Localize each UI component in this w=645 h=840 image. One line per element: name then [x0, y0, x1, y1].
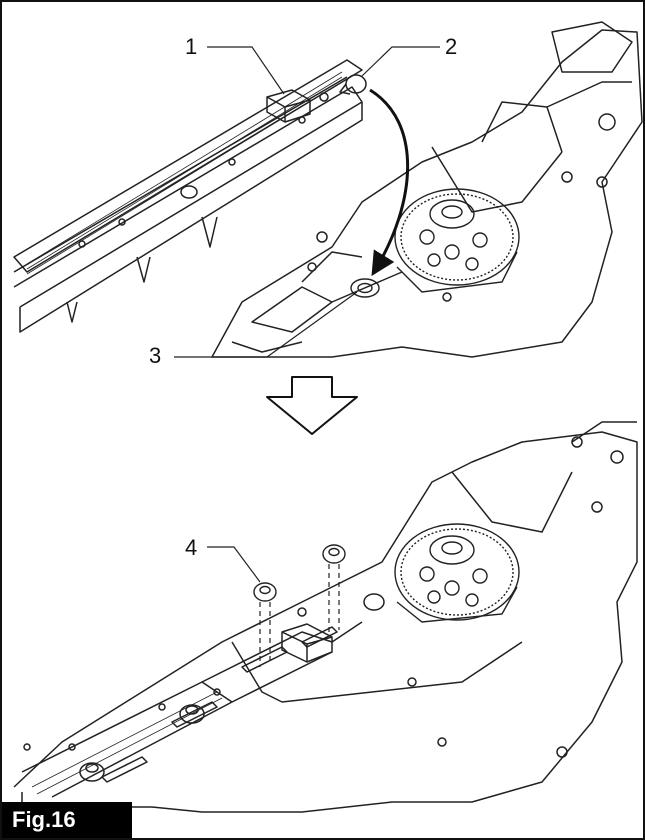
- figure-label: Fig.16: [2, 802, 132, 838]
- callout-4: 4: [185, 535, 198, 560]
- top-housing: [211, 21, 643, 358]
- top-gear: [394, 188, 520, 293]
- blade-assembly-installed: [21, 593, 385, 808]
- callout-1: 1: [185, 34, 198, 59]
- leader-line-4: [207, 546, 261, 583]
- callout-2: 2: [445, 34, 458, 59]
- alignment-guides: [259, 564, 340, 667]
- blade-assembly-top: [13, 59, 367, 333]
- callout-3: 3: [149, 343, 162, 368]
- nuts: [253, 544, 346, 602]
- socket-hole: [331, 271, 403, 303]
- insertion-arrow: [369, 88, 409, 277]
- bottom-gear: [394, 523, 520, 623]
- leader-lines-top: [174, 46, 440, 358]
- bottom-housing: [13, 421, 638, 813]
- step-arrow: [266, 376, 358, 435]
